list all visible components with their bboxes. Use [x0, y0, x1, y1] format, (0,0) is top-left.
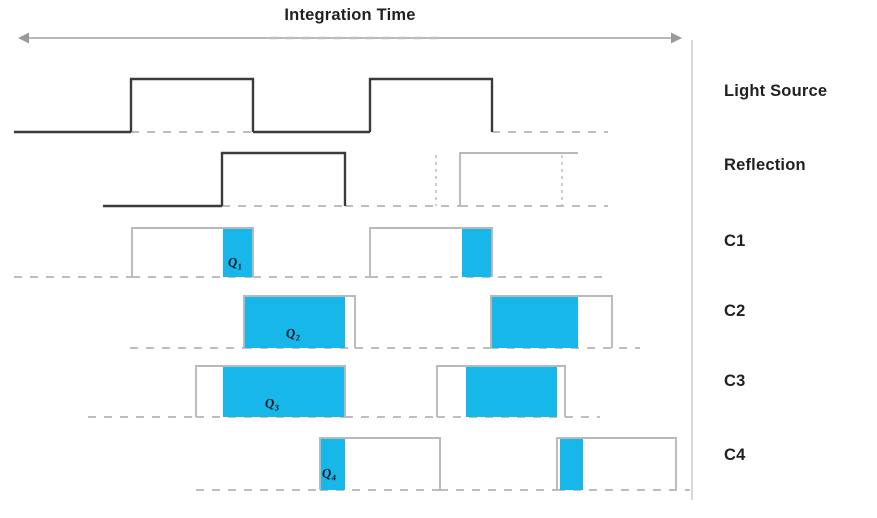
row-c1-pulse	[369, 227, 493, 277]
row-label-light-source: Light Source	[724, 82, 828, 100]
row-c3-charge-fill	[223, 366, 345, 417]
row-reflection-pulse	[220, 151, 347, 206]
row-c4-charge-fill	[560, 438, 583, 490]
row-c2-charge-fill	[491, 296, 578, 348]
charge-label-q3: Q3	[264, 395, 280, 413]
row-light-source-pulse	[368, 77, 494, 132]
row-c3-charge-fill	[466, 366, 557, 417]
row-c4-charge-fill	[320, 438, 345, 490]
row-c2-charge-fill	[244, 296, 345, 348]
row-c1-charge-fill	[223, 228, 253, 277]
row-c4-pulse	[556, 437, 677, 490]
row-c1-charge-fill	[462, 228, 492, 277]
row-label-c3: C3	[724, 372, 746, 390]
row-c4-pulse	[319, 437, 441, 490]
charge-label-q4: Q4	[321, 465, 337, 483]
row-label-c1: C1	[724, 232, 746, 250]
integration-time-title: Integration Time	[284, 6, 416, 24]
row-c2-pulse	[243, 295, 356, 348]
row-label-c4: C4	[724, 446, 746, 464]
arrow-head-right-icon	[671, 32, 682, 44]
row-c3-pulse	[195, 365, 346, 417]
row-label-reflection: Reflection	[724, 156, 806, 174]
row-reflection-ghost-pulse	[459, 152, 578, 206]
row-c2-pulse	[490, 295, 613, 348]
row-c3-pulse	[436, 365, 566, 417]
row-c1-pulse	[131, 227, 254, 277]
row-label-c2: C2	[724, 302, 746, 320]
row-light-source-pulse	[129, 77, 255, 132]
charge-label-q2: Q2	[285, 325, 301, 343]
arrow-head-left-icon	[18, 32, 29, 44]
charge-label-q1: Q1	[227, 254, 243, 272]
